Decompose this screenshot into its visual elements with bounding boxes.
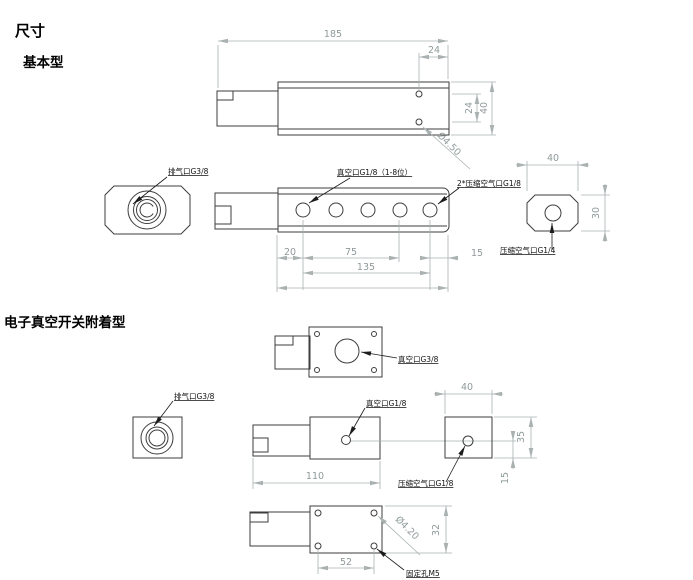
sw-corner-hole-2: [371, 331, 377, 337]
basic-side-view: 排气口G3/8 真空口G1/8（1-8位） 2*压缩空气口G1/8 20 75 …: [104, 153, 610, 292]
section-title-switch: 电子真空开关附着型: [4, 314, 126, 331]
air2-label-leader: [437, 187, 460, 205]
switch-end-view: 40 35 15 压缩空气口G1/8: [398, 382, 537, 488]
nozzle-outline: [216, 90, 279, 127]
fix-hole-4: [370, 542, 378, 550]
sw-exhaust-label-leader: [153, 400, 174, 427]
dim-52: 52: [340, 557, 352, 568]
sw-corner-hole-4: [371, 367, 377, 373]
sw-vacuum-g18-leader: [348, 407, 366, 437]
nozzle-notch: [216, 90, 234, 101]
side-dim-extensions: [276, 220, 449, 292]
side-body-edge-lines: [278, 193, 447, 227]
sw-vacuum-label-leader: [360, 351, 398, 359]
dim-20: 20: [284, 247, 296, 258]
page-title: 尺寸: [15, 22, 45, 40]
sw-side-block-outline: [309, 416, 381, 460]
exhaust-label-leader: [132, 176, 168, 205]
vacuum-port-hole-4: [392, 202, 408, 218]
side-nozzle-notch: [214, 205, 232, 225]
air2-port-label: 2*压缩空气口G1/8: [457, 178, 521, 188]
sw-end-dim-extensions: [444, 390, 537, 459]
end-view-dim-extensions: [526, 161, 610, 232]
sw-side-nozzle-outline: [252, 424, 311, 457]
section-title-basic: 基本型: [23, 54, 64, 71]
dim-32-extensions: [385, 505, 452, 554]
fix-hole-dia-leader: [377, 515, 421, 556]
sw-block-outline: [308, 326, 383, 378]
sw-vacuum-port-circle: [334, 338, 360, 364]
vacuum-port-hole-3: [360, 202, 376, 218]
fix-hole-dia: Ø4.20: [393, 514, 421, 542]
sw-bottom-nozzle-notch: [249, 512, 269, 523]
sw-air-g18-leader: [445, 445, 466, 483]
top-hole-2: [415, 118, 423, 126]
dim-15b: 15: [500, 472, 511, 484]
fix-hole-2: [370, 509, 378, 517]
dim-40b: 40: [461, 382, 473, 393]
exhaust-port-label: 排气口G3/8: [168, 166, 209, 176]
dim-40-height: 40: [479, 102, 490, 114]
sw-corner-hole-3: [314, 367, 320, 373]
exhaust-port-mid-circle: [133, 196, 161, 224]
sw-bottom-nozzle-outline: [249, 511, 311, 547]
sw-side-nozzle-notch: [252, 437, 269, 453]
air-end-view-hole: [544, 204, 562, 222]
fix-hole-label-leader: [376, 548, 405, 571]
dim-40w: 40: [547, 153, 559, 164]
dim-24-offset: 24: [428, 45, 440, 56]
top-hole-1: [415, 90, 423, 98]
body-edge-lines: [278, 87, 449, 130]
sw-vacuum-g38-label: 真空口G3/8: [398, 354, 439, 364]
sw-nozzle-notch: [274, 335, 294, 346]
fix-hole-3: [314, 542, 322, 550]
dim-extension-lines: [217, 45, 496, 136]
dim-32: 32: [431, 524, 442, 536]
dim-24-pitch: 24: [464, 102, 475, 114]
exhaust-port-arc: [139, 202, 154, 218]
fix-hole-label: 固定孔M5: [406, 568, 440, 578]
switch-side-view: 排气口G3/8 真空口G1/8 110: [132, 391, 516, 489]
sw-exhaust-label: 排气口G3/8: [174, 391, 215, 401]
vacuum-port-hole-2: [328, 202, 344, 218]
air-port-g14-label: 压缩空气口G1/4: [500, 245, 556, 255]
air-port-hole: [422, 202, 438, 218]
side-body-outline: [277, 187, 450, 233]
dim-75: 75: [345, 247, 357, 258]
sw-vacuum-g18-label: 真空口G1/8: [366, 398, 407, 408]
fix-hole-1: [314, 509, 322, 517]
switch-bottom-view: Ø4.20 32 52 固定孔M5: [249, 505, 452, 578]
exhaust-port-outer-circle: [127, 190, 167, 230]
vacuum-label-leader: [308, 177, 351, 204]
dim-15: 15: [471, 248, 483, 259]
dim-30h: 30: [591, 207, 602, 219]
sw-bottom-block-outline: [309, 505, 383, 554]
sw-end-air-hole: [462, 435, 474, 447]
body-outline: [277, 81, 450, 136]
exhaust-end-view-outline: [104, 185, 191, 235]
dim-135: 135: [357, 262, 375, 273]
switch-top-view: 真空口G3/8: [274, 326, 439, 378]
sw-side-vacuum-hole: [341, 435, 351, 445]
sw-exhaust-inner-circle: [148, 429, 166, 447]
vacuum-port-hole-1: [295, 202, 311, 218]
dim-35: 35: [516, 431, 527, 443]
sw-end-outline: [444, 416, 493, 459]
air-end-view-outline: [526, 194, 579, 232]
basic-top-view: 185 24 24 40 Ø4.50: [216, 29, 496, 170]
dim-110: 110: [306, 471, 324, 482]
sw-air-g18-label: 压缩空气口G1/8: [398, 478, 454, 488]
sw-exhaust-end-outline: [132, 416, 183, 459]
dim-185: 185: [324, 29, 342, 40]
hole-dia-leader: [422, 126, 471, 170]
sw-exhaust-mid-circle: [145, 426, 169, 450]
sw-corner-hole-1: [314, 331, 320, 337]
exhaust-port-inner-circle: [136, 199, 158, 221]
vacuum-port-label: 真空口G1/8（1-8位）: [337, 167, 412, 177]
